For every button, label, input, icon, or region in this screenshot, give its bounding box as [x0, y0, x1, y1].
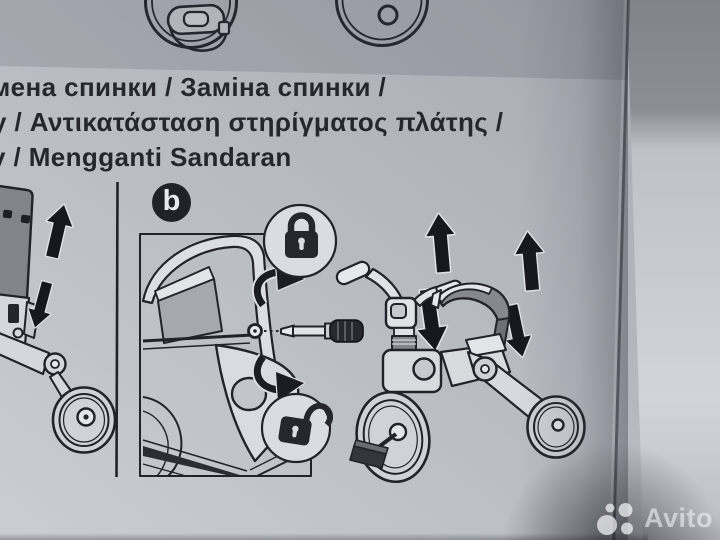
bottom-edge-shadow [0, 533, 648, 540]
avito-watermark: Avito [595, 497, 713, 539]
avito-logo-icon [597, 503, 633, 535]
avito-watermark-text: Avito [644, 502, 713, 533]
